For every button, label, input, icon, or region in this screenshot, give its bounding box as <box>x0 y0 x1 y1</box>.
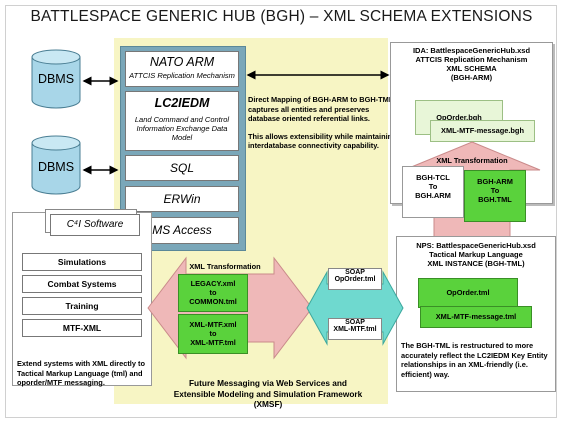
nps-line1: NPS: BattlespaceGenericHub.xsd <box>416 241 536 250</box>
ida-xml-mtf-card: XML-MTF-message.bgh <box>430 120 535 142</box>
tcl-to-arm-card: BGH-TCL To BGH.ARM <box>402 166 464 218</box>
soap-file-2: XML-MTF.tml <box>333 326 377 333</box>
nps-line2: Tactical Markup Language <box>429 250 523 259</box>
lc2iedm-label: LC2IEDM <box>154 96 210 110</box>
lc2iedm-subtitle: Land Command and Control Information Exc… <box>134 115 230 142</box>
nato-arm-label: NATO ARM <box>149 55 215 69</box>
arm-to-tml-card: BGH-ARM To BGH.TML <box>464 170 526 222</box>
sql-box: SQL <box>125 155 239 181</box>
soap-xml-mtf-card: SOAP XML-MTF.tml <box>328 318 382 340</box>
right-transform-label: XML Transformation <box>436 156 508 165</box>
lc2iedm-box: LC2IEDM Land Command and Control Informa… <box>125 91 239 151</box>
mtf-xml-to-tml-card: XML-MTF.xml to XML-MTF.tml <box>178 314 248 354</box>
nato-arm-subtitle: ATTCIS Replication Mechanism <box>129 71 235 80</box>
nps-oporder-card: OpOrder.tml <box>418 278 518 308</box>
ida-line1: IDA: BattlespaceGenericHub.xsd <box>412 46 531 55</box>
c4i-item-combat-systems: Combat Systems <box>22 275 142 293</box>
soap-oporder-card: SOAP OpOrder.tml <box>328 268 382 290</box>
future-messaging-caption: Future Messaging via Web Services and Ex… <box>173 378 363 409</box>
nato-arm-box: NATO ARM ATTCIS Replication Mechanism <box>125 51 239 87</box>
nps-xml-mtf-card: XML-MTF-message.tml <box>420 306 532 328</box>
dbms-label-top: DBMS <box>37 72 75 86</box>
legacy-to-common-card: LEGACY.xml to COMMON.tml <box>178 274 248 312</box>
c4i-item-training: Training <box>22 297 142 315</box>
ida-line3: XML SCHEMA <box>446 64 497 73</box>
c4i-item-mtf-xml: MTF-XML <box>22 319 142 337</box>
soap-label-2: SOAP <box>345 319 365 326</box>
extensibility-text: This allows extensibility while maintain… <box>248 131 397 151</box>
soap-label-1: SOAP <box>345 269 365 276</box>
dbms-cylinder-top-icon <box>31 49 81 109</box>
ida-line2: ATTCIS Replication Mechanism <box>415 55 528 64</box>
c4i-software-label: C⁴I Software <box>66 219 124 230</box>
c4i-description: Extend systems with XML directly to Tact… <box>17 359 146 387</box>
mapping-text: Direct Mapping of BGH-ARM to BGH-TML cap… <box>248 95 394 123</box>
left-transform-label: XML Transformation <box>189 262 261 271</box>
nps-description: The BGH-TML is restructured to more accu… <box>401 341 548 379</box>
erwin-box: ERWin <box>125 186 239 212</box>
dbms-cylinder-bottom-icon <box>31 135 81 195</box>
soap-file-1: OpOrder.tml <box>334 276 376 283</box>
dbms-label-bottom: DBMS <box>37 160 75 174</box>
diagram-frame <box>5 5 557 418</box>
c4i-item-simulations: Simulations <box>22 253 142 271</box>
nps-line3: XML INSTANCE (BGH-TML) <box>427 259 525 268</box>
diagram-title: BATTLESPACE GENERIC HUB (BGH) – XML SCHE… <box>30 8 533 25</box>
mapping-description: Direct Mapping of BGH-ARM to BGH-TML cap… <box>248 95 398 151</box>
c4i-software-box: C⁴I Software <box>50 214 140 236</box>
ida-line4: (BGH-ARM) <box>450 73 493 82</box>
